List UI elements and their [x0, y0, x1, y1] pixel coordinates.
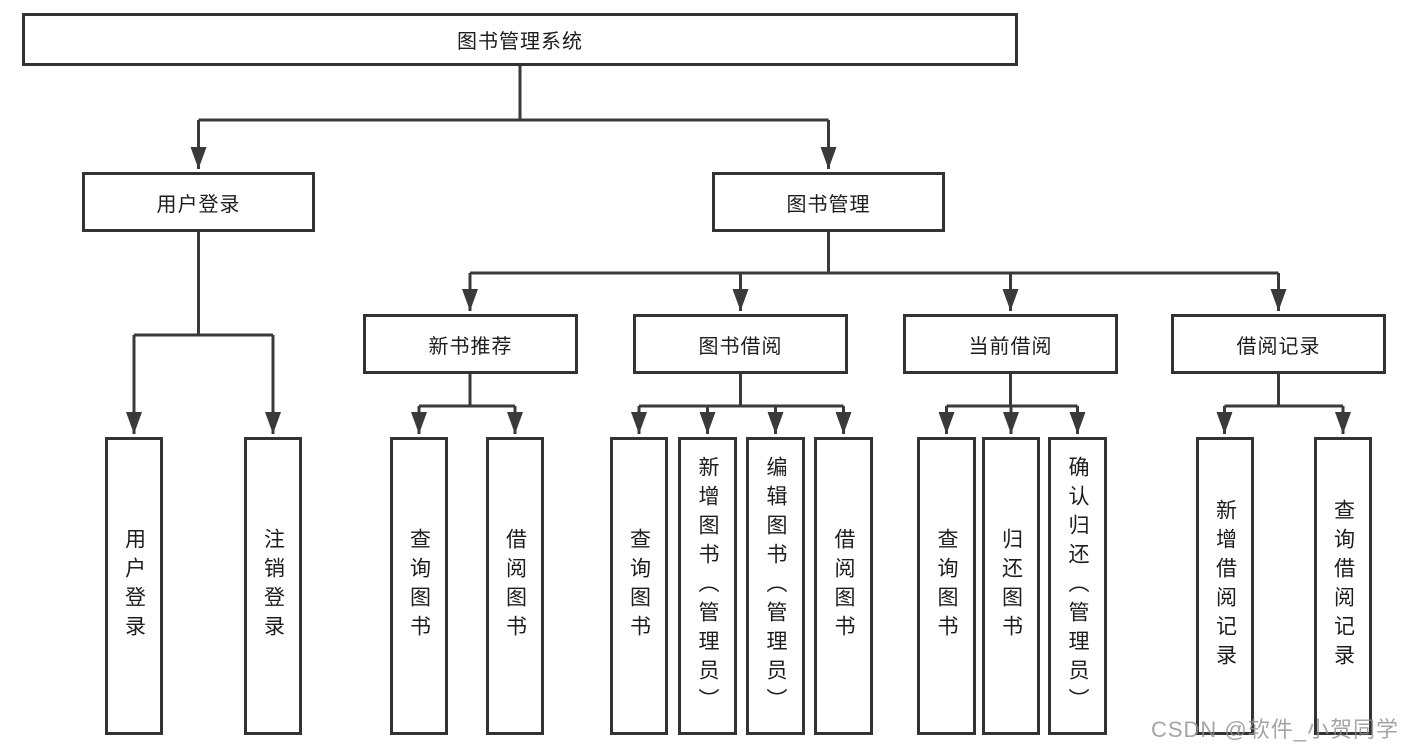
node-label: 用户登录 — [156, 193, 241, 216]
node-leaf-add-borrow-record: 新增借阅记录 — [1196, 437, 1254, 735]
node-label: 当前借阅 — [968, 335, 1053, 358]
node-label: 借阅图书 — [832, 528, 855, 644]
node-label: 归还图书 — [999, 528, 1023, 644]
node-leaf-recommend-query-book: 查询图书 — [390, 437, 448, 735]
node-leaf-query-borrow-record: 查询借阅记录 — [1314, 437, 1372, 735]
node-current-borrow: 当前借阅 — [903, 314, 1118, 374]
node-leaf-edit-book-admin: 编辑图书（管理员） — [746, 437, 805, 735]
node-label: 编辑图书（管理员） — [764, 455, 787, 717]
node-user-login-branch: 用户登录 — [82, 172, 315, 232]
node-label: 查询图书 — [407, 528, 431, 644]
node-leaf-confirm-return-admin: 确认归还（管理员） — [1048, 437, 1107, 735]
node-label: 查询图书 — [627, 528, 651, 644]
node-label: 图书借阅 — [698, 335, 783, 358]
node-leaf-return-book: 归还图书 — [982, 437, 1040, 735]
node-leaf-user-login: 用户登录 — [105, 437, 163, 735]
node-label: 用户登录 — [122, 528, 146, 644]
node-leaf-borrow-book: 借阅图书 — [814, 437, 873, 735]
node-leaf-logout: 注销登录 — [244, 437, 302, 735]
csdn-watermark: CSDN @软件_小贺同学 — [1150, 717, 1399, 742]
node-borrow-records: 借阅记录 — [1171, 314, 1386, 374]
node-label: 新增借阅记录 — [1213, 499, 1237, 673]
node-new-book-recommend: 新书推荐 — [363, 314, 578, 374]
node-leaf-add-book-admin: 新增图书（管理员） — [678, 437, 737, 735]
node-label: 确认归还（管理员） — [1066, 455, 1089, 717]
node-label: 注销登录 — [261, 528, 285, 644]
node-label: 新书推荐 — [428, 335, 513, 358]
node-leaf-borrow-query-book: 查询图书 — [610, 437, 668, 735]
node-label: 借阅记录 — [1236, 335, 1321, 358]
node-label: 查询图书 — [935, 528, 958, 644]
node-leaf-current-query-book: 查询图书 — [917, 437, 976, 735]
node-label: 图书管理 — [786, 193, 871, 216]
node-label: 新增图书（管理员） — [696, 455, 719, 717]
node-leaf-recommend-borrow-book: 借阅图书 — [486, 437, 544, 735]
node-book-management: 图书管理 — [712, 172, 945, 232]
node-label: 图书管理系统 — [457, 31, 583, 53]
node-label: 借阅图书 — [503, 528, 527, 644]
node-root-system: 图书管理系统 — [22, 13, 1018, 66]
node-book-borrow: 图书借阅 — [633, 314, 848, 374]
node-label: 查询借阅记录 — [1331, 499, 1355, 673]
